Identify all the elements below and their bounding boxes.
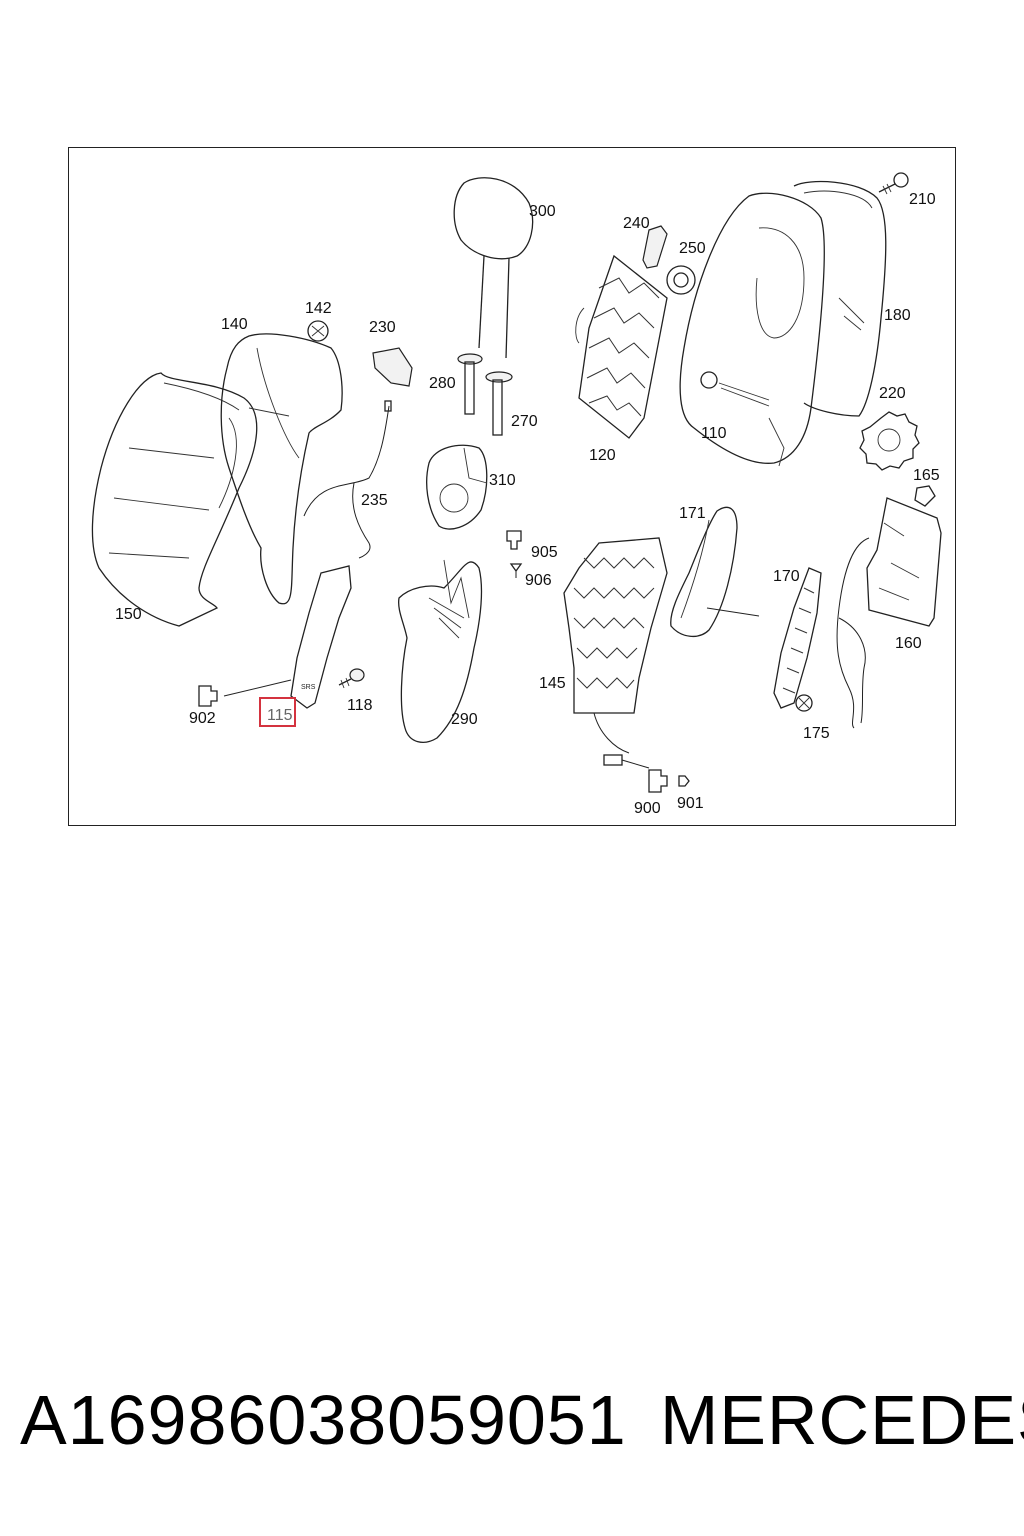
callout-165: 165	[913, 467, 940, 484]
guide-sleeve-part	[642, 225, 696, 295]
cap-part	[372, 347, 413, 387]
callout-902: 902	[189, 710, 216, 727]
heating-mat-part	[563, 537, 668, 769]
callout-145: 145	[539, 675, 566, 692]
side-frame-part	[397, 559, 483, 743]
callout-180: 180	[884, 307, 911, 324]
clip-165-part	[914, 485, 936, 507]
side-airbag-part: SRS	[223, 565, 352, 709]
clip-part	[307, 320, 329, 342]
callout-280: 280	[429, 375, 456, 392]
callout-250: 250	[679, 240, 706, 257]
connector-905-part	[506, 530, 523, 578]
callout-170: 170	[773, 568, 800, 585]
round-plate-part	[859, 411, 920, 471]
callout-210: 210	[909, 191, 936, 208]
side-panel-part	[836, 497, 942, 729]
screw-118-part	[338, 668, 365, 689]
connector-902-part	[198, 685, 218, 707]
clip-175-part	[795, 694, 813, 712]
wire-harness-part	[303, 400, 392, 559]
backrest-cover-part	[91, 372, 258, 627]
callout-905: 905	[531, 544, 558, 561]
callout-230: 230	[369, 319, 396, 336]
lumbar-support-part	[575, 254, 668, 439]
backrest-frame-part	[679, 192, 825, 467]
callout-175: 175	[803, 725, 830, 742]
callout-300: 300	[529, 203, 556, 220]
callout-310: 310	[489, 472, 516, 489]
caption-bar: A1698603805905​1 MERCEDES	[0, 1380, 1024, 1480]
callout-901: 901	[677, 795, 704, 812]
callout-142: 142	[305, 300, 332, 317]
callout-235: 235	[361, 492, 388, 509]
callout-115: 115	[267, 707, 293, 724]
headrest-guide-part	[457, 353, 513, 436]
motor-part	[426, 444, 488, 530]
callout-150: 150	[115, 606, 142, 623]
back-panel-part	[793, 180, 887, 417]
callout-240: 240	[623, 215, 650, 232]
headrest-part	[453, 177, 534, 359]
brand-name: MERCEDES	[660, 1381, 1024, 1459]
connector-900-part	[648, 769, 690, 793]
highlight-box-115	[259, 697, 296, 727]
callout-110: 110	[701, 425, 727, 442]
callout-270: 270	[511, 413, 538, 430]
seat-backrest-exploded-view: 300 280 270 240 250 210	[91, 172, 942, 817]
callout-118: 118	[347, 697, 373, 714]
screw-part	[878, 172, 909, 195]
exploded-diagram-frame: 300 280 270 240 250 210	[68, 147, 956, 826]
callout-171: 171	[679, 505, 706, 522]
callout-120: 120	[589, 447, 616, 464]
airbag-srs-label: SRS	[301, 684, 316, 691]
callout-220: 220	[879, 385, 906, 402]
side-trim-part	[773, 567, 822, 709]
callout-906: 906	[525, 572, 552, 589]
callout-900: 900	[634, 800, 661, 817]
part-number: A1698603805905​1	[20, 1381, 627, 1459]
callout-160: 160	[895, 635, 922, 652]
callout-290: 290	[451, 711, 478, 728]
side-bolster-part	[670, 506, 760, 637]
callout-140: 140	[221, 316, 248, 333]
backrest-padding-part	[220, 333, 343, 605]
